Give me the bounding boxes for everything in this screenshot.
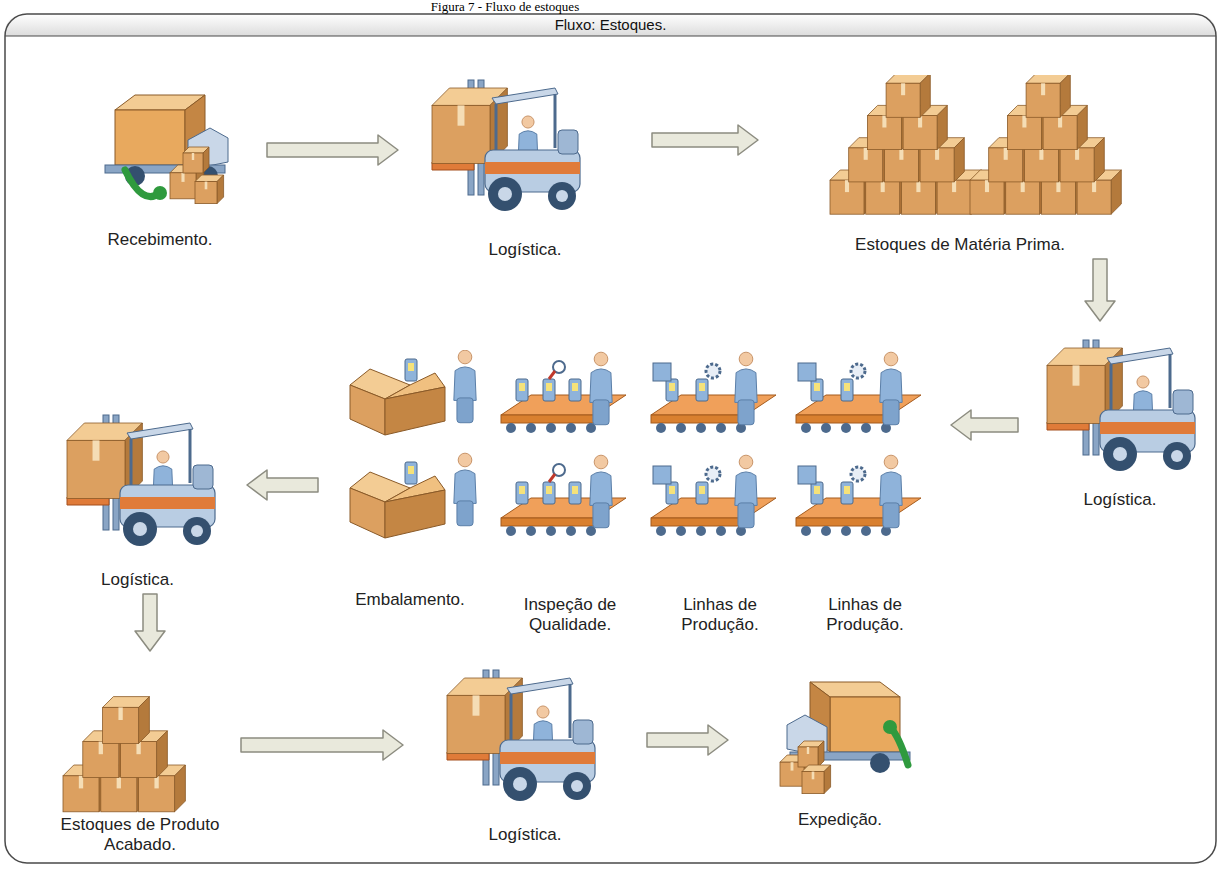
station-label: Expedição. (796, 810, 884, 830)
station-illustration (65, 75, 255, 250)
flow-station: Linhas de Produção. (791, 350, 939, 635)
flow-station: Logística. (40, 395, 235, 590)
station-illustration (415, 655, 635, 845)
flow-station: Logística. (415, 655, 635, 845)
flow-station: Inspeção de Qualidade. (491, 350, 649, 635)
flow-arrow (647, 725, 728, 755)
station-label: Estoques de Matéria Prima. (853, 235, 1067, 255)
diagram-title: Fluxo: Estoques. (0, 15, 1221, 35)
station-label: Embalamento. (353, 590, 467, 610)
flow-station: Expedição. (740, 665, 940, 830)
station-label: Logística. (99, 570, 176, 590)
flow-station: Recebimento. (65, 75, 255, 250)
station-illustration (40, 395, 235, 590)
station-illustration (646, 350, 786, 635)
station-label: Linhas de Produção. (791, 595, 939, 635)
station-label: Logística. (1082, 490, 1159, 510)
flow-arrow (652, 125, 758, 155)
station-illustration (330, 350, 490, 610)
station-label: Estoques de Produto Acabado. (51, 815, 229, 855)
station-illustration (791, 350, 931, 635)
station-illustration (770, 75, 1150, 255)
station-illustration (410, 65, 640, 260)
station-label: Recebimento. (106, 230, 215, 250)
station-illustration (1030, 325, 1210, 510)
flow-station: Embalamento. (330, 350, 490, 610)
station-label: Logística. (487, 240, 564, 260)
station-label: Linhas de Produção. (646, 595, 794, 635)
flow-arrow (267, 135, 398, 165)
figure-caption: Figura 7 - Fluxo de estoques (0, 0, 1010, 14)
station-label: Inspeção de Qualidade. (491, 595, 649, 635)
flow-station: Estoques de Produto Acabado. (51, 655, 229, 855)
flow-station: Linhas de Produção. (646, 350, 794, 635)
flow-arrow (247, 470, 318, 500)
flow-station: Estoques de Matéria Prima. (770, 75, 1150, 255)
flow-arrow (1085, 259, 1115, 321)
station-label: Logística. (487, 825, 564, 845)
flow-station: Logística. (1030, 325, 1210, 510)
flow-arrow (951, 410, 1018, 440)
station-illustration (491, 350, 641, 635)
flow-arrow (135, 594, 165, 651)
station-illustration (740, 665, 940, 830)
flow-arrow (241, 730, 403, 760)
flow-station: Logística. (410, 65, 640, 260)
